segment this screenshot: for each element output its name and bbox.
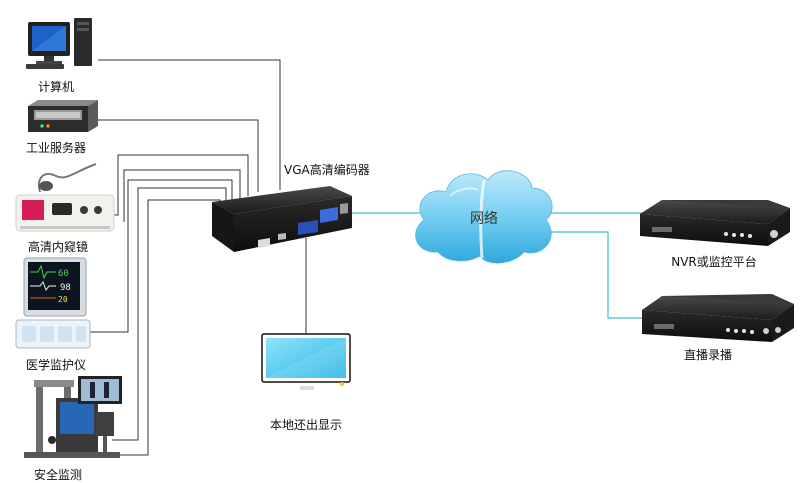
label-nvr: NVR或监控平台: [671, 255, 757, 269]
lcd-monitor-icon: [261, 333, 351, 390]
line-endoscope-a: [110, 154, 249, 216]
svg-text:20: 20: [58, 295, 68, 304]
cloud-icon: [415, 170, 553, 264]
line-server: [98, 119, 259, 192]
svg-text:60: 60: [58, 269, 69, 279]
line-network-dvr: [548, 231, 642, 319]
dvr-recorder-icon: [642, 294, 794, 342]
endoscope-icon: [15, 163, 115, 232]
label-live-recording: 直播录播: [683, 348, 733, 362]
line-endoscope-b: [123, 169, 241, 222]
security-scanner-icon: [24, 376, 122, 458]
label-encoder: VGA高清编码器: [284, 163, 370, 177]
svg-text:98: 98: [60, 283, 71, 293]
label-server: 工业服务器: [25, 141, 87, 155]
line-security-b: [100, 199, 221, 456]
line-security-a: [112, 187, 227, 441]
label-network: 网络: [470, 211, 498, 227]
line-computer: [98, 59, 281, 190]
source-connection-lines: [90, 59, 307, 456]
line-monitor: [90, 179, 233, 333]
nvr-recorder-icon: [640, 200, 790, 246]
rack-server-icon: [28, 100, 98, 132]
label-local-display: 本地还出显示: [269, 418, 343, 432]
label-security: 安全监测: [33, 468, 83, 482]
label-patient-monitor: 医学监护仪: [25, 358, 87, 372]
encoder-box-icon: [212, 186, 352, 252]
patient-monitor-icon: 60 98 20: [15, 257, 91, 349]
label-endoscope: 高清内窥镜: [27, 240, 89, 254]
label-computer: 计算机: [37, 80, 75, 94]
network-connection-lines: [352, 212, 642, 319]
desktop-computer-icon: [26, 18, 92, 69]
